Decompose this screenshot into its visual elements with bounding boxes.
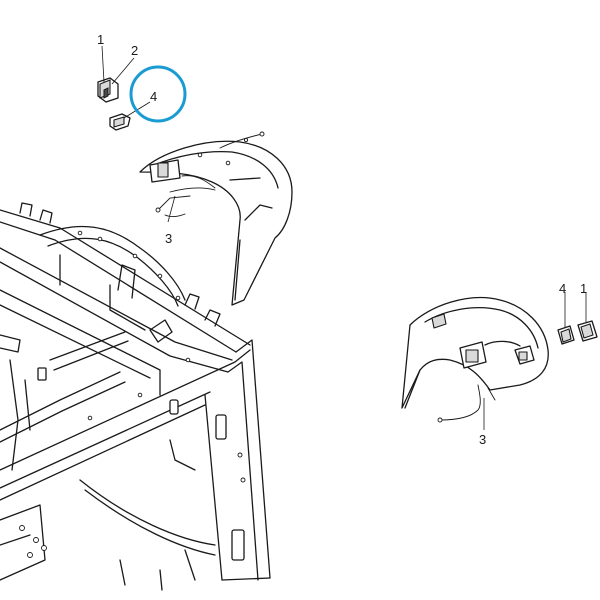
callout-labels: 1 2 4 3 4 1 3 (97, 32, 587, 447)
tractor-frame (0, 202, 271, 591)
lamp-lens-right (557, 325, 575, 345)
callout-1-right: 1 (580, 281, 587, 296)
callout-4-right: 4 (559, 281, 566, 296)
callout-1-top: 1 (97, 32, 104, 47)
highlight-ring (129, 65, 187, 123)
lamp-part-top (97, 77, 119, 103)
fender-right (401, 296, 549, 423)
callout-4-top: 4 (150, 89, 157, 104)
lamp-lens-top (109, 113, 131, 131)
fender-left (139, 131, 293, 306)
callout-3-left: 3 (165, 231, 172, 246)
callout-2-top: 2 (131, 43, 138, 58)
lamp-part-right (577, 320, 598, 342)
leader-lines (101, 45, 587, 430)
callout-3-right: 3 (479, 432, 486, 447)
